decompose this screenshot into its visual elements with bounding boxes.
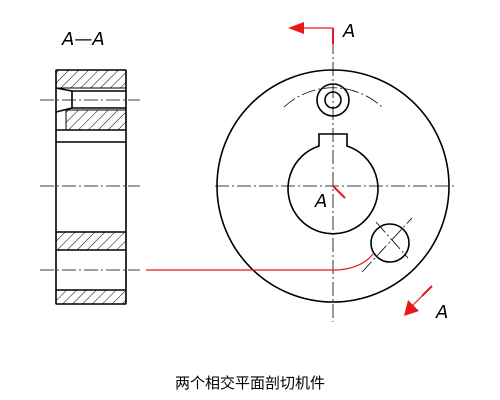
center-label: A [314,191,327,212]
section-view: A—A [40,29,140,305]
figure-caption: 两个相交平面剖切机件 [174,374,325,392]
front-centerlines [215,40,455,322]
cutting-arrow-bottom-icon [404,300,419,316]
cutting-plane [146,27,433,309]
cutting-arrow-top-icon [288,22,304,34]
hatched-regions [55,69,127,305]
section-outline [55,69,127,305]
bore-with-keyway [287,133,379,235]
lower-hole [370,223,410,263]
cut-label-top: A [342,21,355,42]
cut-label-bottom: A [435,302,448,323]
section-title: A—A [61,29,105,50]
front-view: A [215,40,455,322]
section-centerlines [40,99,140,271]
